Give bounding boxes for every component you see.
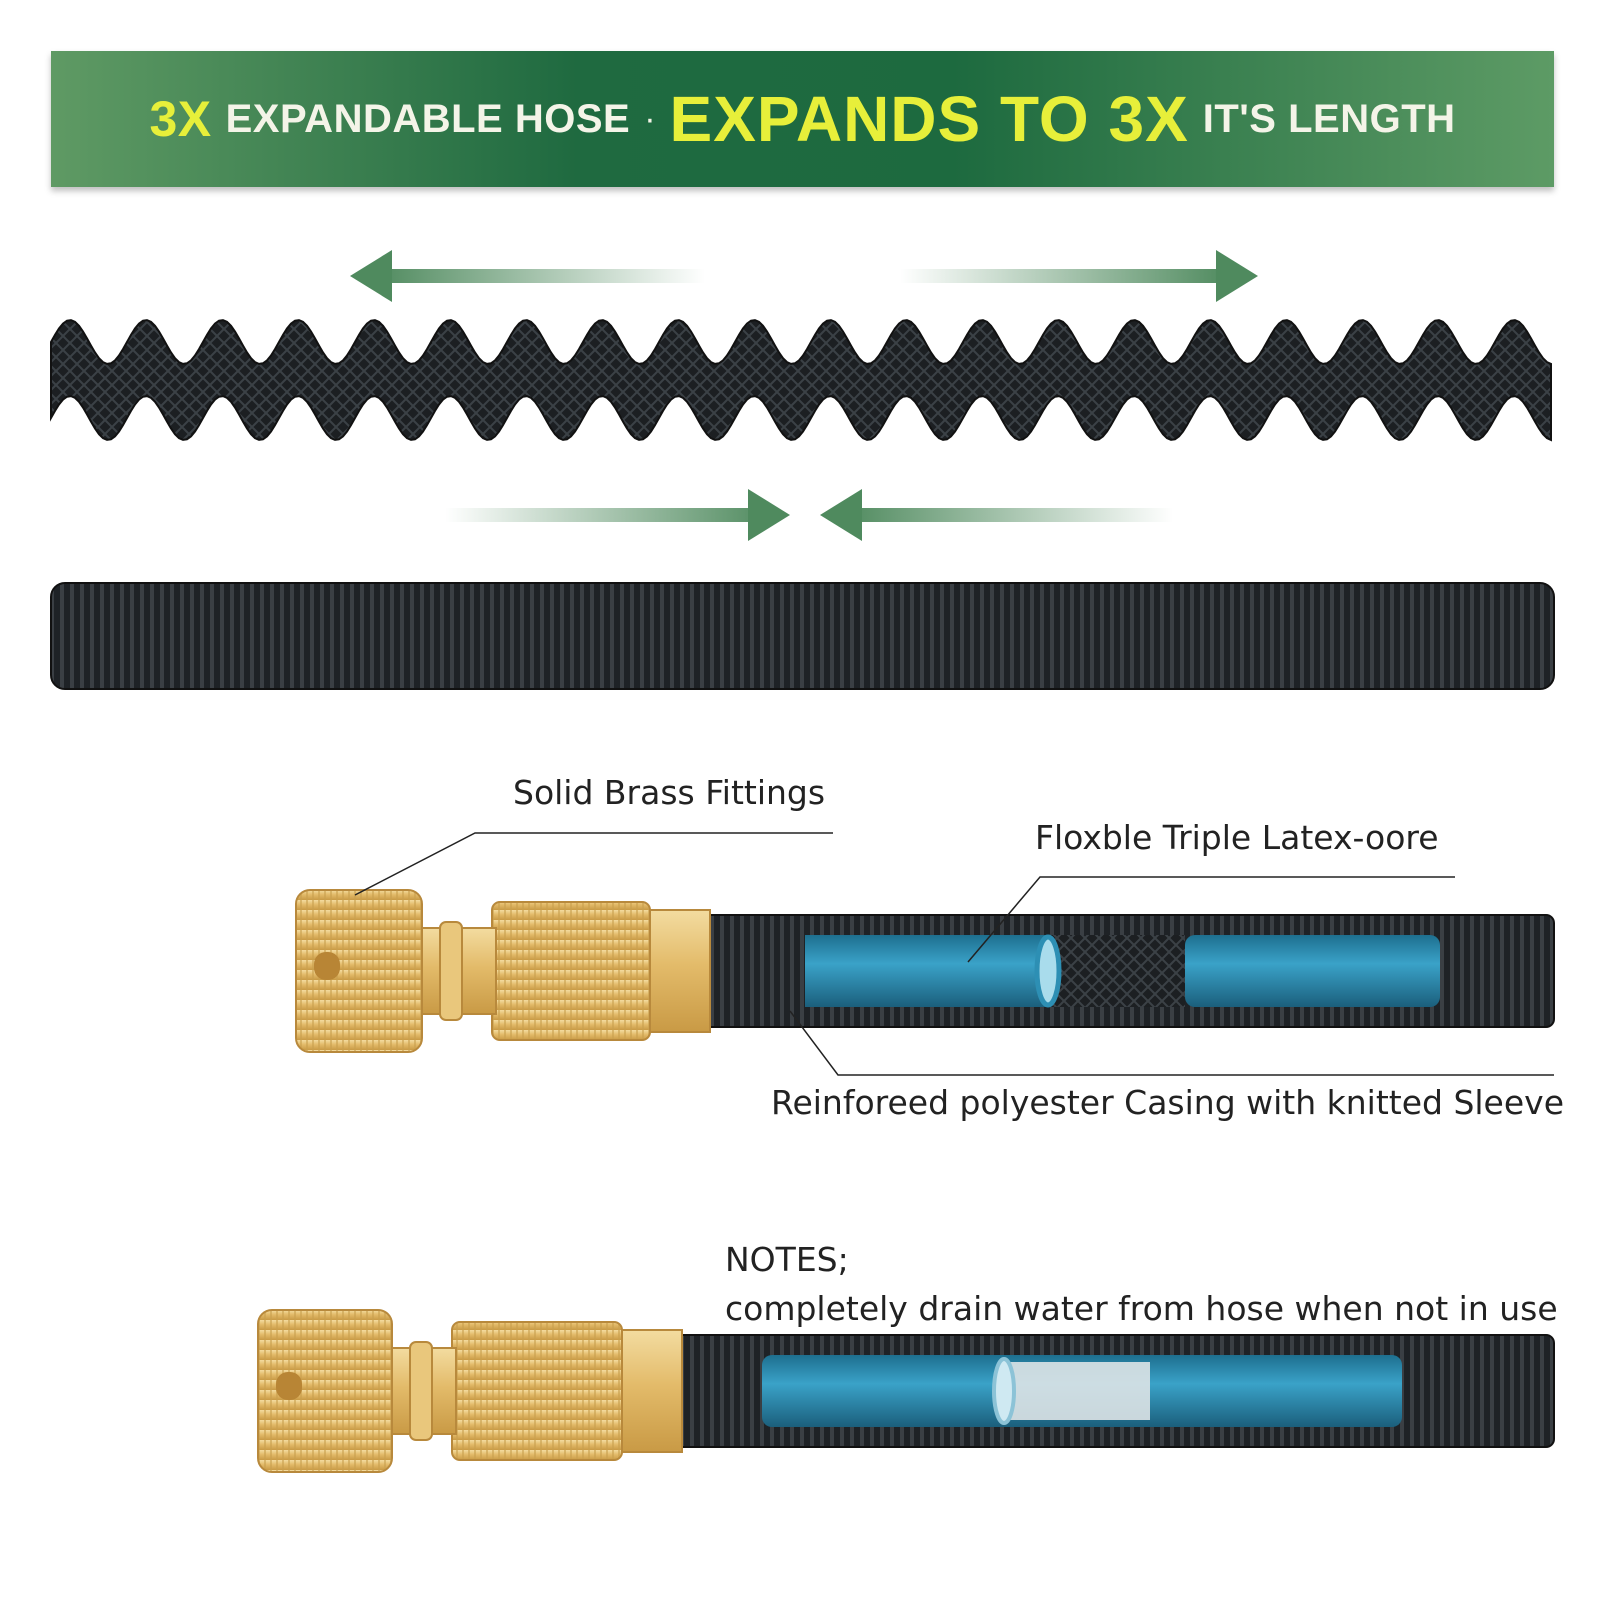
banner-text-expands: EXPANDS TO 3X bbox=[669, 83, 1189, 155]
brass-fitting-2 bbox=[257, 1309, 683, 1473]
expand-arrow-right bbox=[900, 250, 1258, 302]
contracted-hose bbox=[50, 582, 1555, 690]
notes-title: NOTES; bbox=[725, 1240, 849, 1279]
leader-fittings bbox=[354, 832, 833, 896]
drained-core-cutaway bbox=[762, 1355, 1402, 1427]
label-solid-brass-fittings: Solid Brass Fittings bbox=[513, 773, 826, 812]
leader-casing bbox=[789, 1010, 1554, 1076]
contract-arrow-right bbox=[445, 489, 790, 541]
callout-leaders bbox=[354, 832, 1554, 1076]
expand-arrow-left bbox=[350, 250, 705, 302]
release-button-2 bbox=[276, 1372, 302, 1400]
brass-fitting-1 bbox=[295, 889, 711, 1053]
title-banner: 3X EXPANDABLE HOSE · EXPANDS TO 3X IT'S … bbox=[51, 51, 1554, 187]
expanded-hose bbox=[50, 319, 1552, 442]
banner-text-expandable: EXPANDABLE HOSE bbox=[225, 96, 631, 141]
hose-drained-detail bbox=[257, 1309, 1555, 1473]
notes-body: completely drain water from hose when no… bbox=[725, 1289, 1558, 1328]
hose-cutaway-detail bbox=[295, 889, 1555, 1053]
banner-prefix: 3X bbox=[149, 91, 212, 147]
label-polyester-casing: Reinforeed polyester Casing with knitted… bbox=[771, 1083, 1564, 1122]
latex-core-cutaway bbox=[805, 934, 1440, 1008]
banner-separator: · bbox=[644, 99, 656, 138]
banner-text-length: IT'S LENGTH bbox=[1202, 96, 1456, 141]
label-latex-core: Floxble Triple Latex-oore bbox=[1035, 818, 1439, 857]
leader-core bbox=[967, 876, 1455, 963]
contract-arrow-left bbox=[820, 489, 1173, 541]
release-button-1 bbox=[314, 952, 340, 980]
